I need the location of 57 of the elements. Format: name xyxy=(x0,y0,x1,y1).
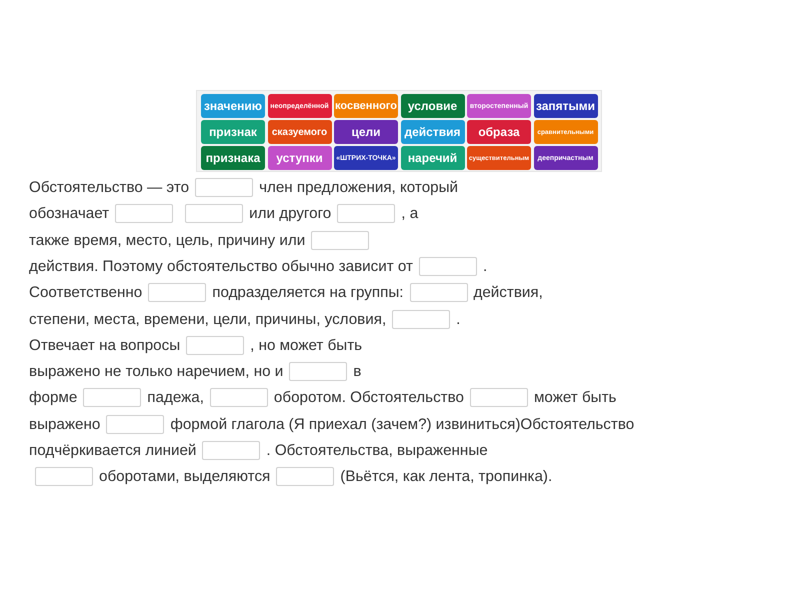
word-tile: признака xyxy=(201,146,265,170)
word-tile: уступки xyxy=(268,146,332,170)
sentence-text: оборотами, выделяются xyxy=(99,468,270,486)
answer-box xyxy=(186,336,244,355)
answer-box xyxy=(289,362,348,382)
sentence-text: . xyxy=(482,258,488,275)
word-tile: значению xyxy=(201,94,265,118)
answer-box xyxy=(392,310,450,328)
sentence-text: степени, места, времени, цели, причины, условия, xyxy=(29,310,386,328)
answer-box xyxy=(418,256,477,276)
word-tile: сказуемого xyxy=(268,120,332,144)
word-tile: признак xyxy=(201,120,265,144)
sentence-text: . xyxy=(456,310,460,328)
sentence-text: может быть xyxy=(534,389,616,406)
sentence-text: подчёркивается линией xyxy=(29,442,196,459)
answer-box xyxy=(148,283,206,302)
sentence-text: (Вьётся, как лента, тропинка). xyxy=(340,468,552,486)
answer-box xyxy=(83,388,142,408)
answer-box xyxy=(202,441,260,460)
answer-box xyxy=(210,388,268,408)
answer-box xyxy=(276,467,334,486)
sentence-text: действия. Поэтому обстоятельство обычно зависит от xyxy=(29,258,413,275)
sentence-text: . Обстоятельства, выраженные xyxy=(266,442,488,459)
sentence-text: выражено xyxy=(29,416,100,433)
word-tile: образа xyxy=(467,120,531,144)
answer-box xyxy=(337,204,396,224)
sentence-text: форме xyxy=(29,389,78,406)
sentence-text: формой глагола (Я приехал (зачем?) извиниться)Обстоятельство xyxy=(170,416,634,433)
sentence-text: обозначает xyxy=(29,205,110,222)
answer-box xyxy=(115,204,174,224)
sentence-text: выражено не только наречием, но и xyxy=(29,363,284,380)
sentence-text: также время, место, цель, причину или xyxy=(29,232,306,249)
answer-box xyxy=(195,178,254,197)
word-tile: цели xyxy=(334,120,398,144)
sentence-text: член предложения, который xyxy=(259,179,458,196)
answer-box xyxy=(311,230,370,250)
answer-box xyxy=(470,388,528,408)
word-tile: действия xyxy=(400,120,464,144)
word-tile: запятыми xyxy=(534,94,598,118)
answer-box xyxy=(106,414,164,434)
sentence-text: , а xyxy=(401,205,418,222)
word-tile: наречий xyxy=(400,146,464,170)
word-tile: косвенного xyxy=(334,94,398,118)
sentence-text: в xyxy=(353,363,362,380)
sentence-text: действия, xyxy=(474,284,543,302)
word-tile: условие xyxy=(400,94,464,118)
sentence-text: , но может быть xyxy=(250,336,362,354)
sentence-text: или другого xyxy=(249,205,332,222)
answer-box xyxy=(35,467,93,486)
sentence-text: Обстоятельство — это xyxy=(29,179,190,196)
sentence-text: оборотом. Обстоятельство xyxy=(274,389,464,406)
answer-box xyxy=(410,283,468,302)
sentence-text: подразделяется на группы: xyxy=(212,284,404,302)
answer-box xyxy=(185,204,244,224)
sentence-text: Соответственно xyxy=(29,284,142,302)
sentence-text: падежа, xyxy=(147,389,204,406)
sentence-text: Отвечает на вопросы xyxy=(29,336,180,354)
